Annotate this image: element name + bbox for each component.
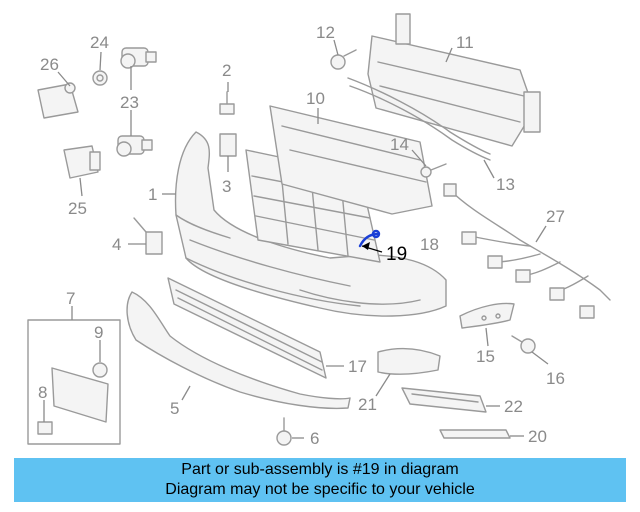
callout-11: 11 [456,33,474,52]
callout-8: 8 [38,383,47,402]
part-25-sensor-bracket [63,145,101,179]
callout-16: 16 [546,369,565,388]
callout-25: 25 [68,199,87,218]
callout-22: 22 [504,397,523,416]
callout-20: 20 [528,427,547,446]
part-2-bolt [219,91,235,115]
part-15-cover [459,302,515,329]
callout-13: 13 [496,175,515,194]
info-banner: Part or sub-assembly is #19 in diagram D… [14,458,626,502]
callout-9: 9 [94,323,103,342]
part-22-insert [401,387,487,413]
part-10-reinforcement [269,105,433,215]
callout-18: 18 [420,235,439,254]
callout-24: 24 [90,33,109,52]
banner-line-2: Diagram may not be specific to your vehi… [165,481,475,498]
callout-1: 1 [148,185,157,204]
part-13-absorber [347,77,491,161]
callout-12: 12 [316,23,335,42]
part-4-clip [133,217,163,255]
banner-line-1: Part or sub-assembly is #19 in diagram [181,461,459,478]
part-6-screw [276,417,292,446]
callout-26: 26 [40,55,59,74]
part-16-bolt [511,335,536,354]
callout-4: 4 [112,235,121,254]
part-23-sensor-upper [120,47,157,69]
callout-15: 15 [476,347,495,366]
callout-27: 27 [546,207,565,226]
part-11-impact-bar [367,13,541,147]
parts-diagram: 1 2 3 4 5 6 7 8 9 10 11 12 13 14 15 16 1… [27,13,611,448]
callout-14: 14 [390,135,409,154]
part-23-sensor-lower [116,135,153,157]
callout-2: 2 [222,61,231,80]
part-7-kit-box [27,319,121,445]
callout-21: 21 [358,395,377,414]
callout-17: 17 [348,357,367,376]
part-19-clip-highlighted [358,229,383,253]
part-1-bumper-cover [174,131,447,317]
callout-5: 5 [170,399,179,418]
part-24-grommet [92,70,108,86]
callout-6: 6 [310,429,319,448]
part-21-fog-trim [377,347,441,375]
callout-7: 7 [66,289,75,308]
part-20-molding [439,429,511,439]
part-3-nut [219,133,237,157]
part-26-bracket [37,82,79,119]
part-5-spoiler [126,291,351,410]
part-14-screw [420,163,447,178]
part-27-wiring-harness [443,183,611,319]
part-17-lower-grille [167,277,327,379]
part-12-bolt [330,49,357,70]
callout-3: 3 [222,177,231,196]
callout-23: 23 [120,93,139,112]
callout-10: 10 [306,89,325,108]
callout-19: 19 [386,244,407,265]
